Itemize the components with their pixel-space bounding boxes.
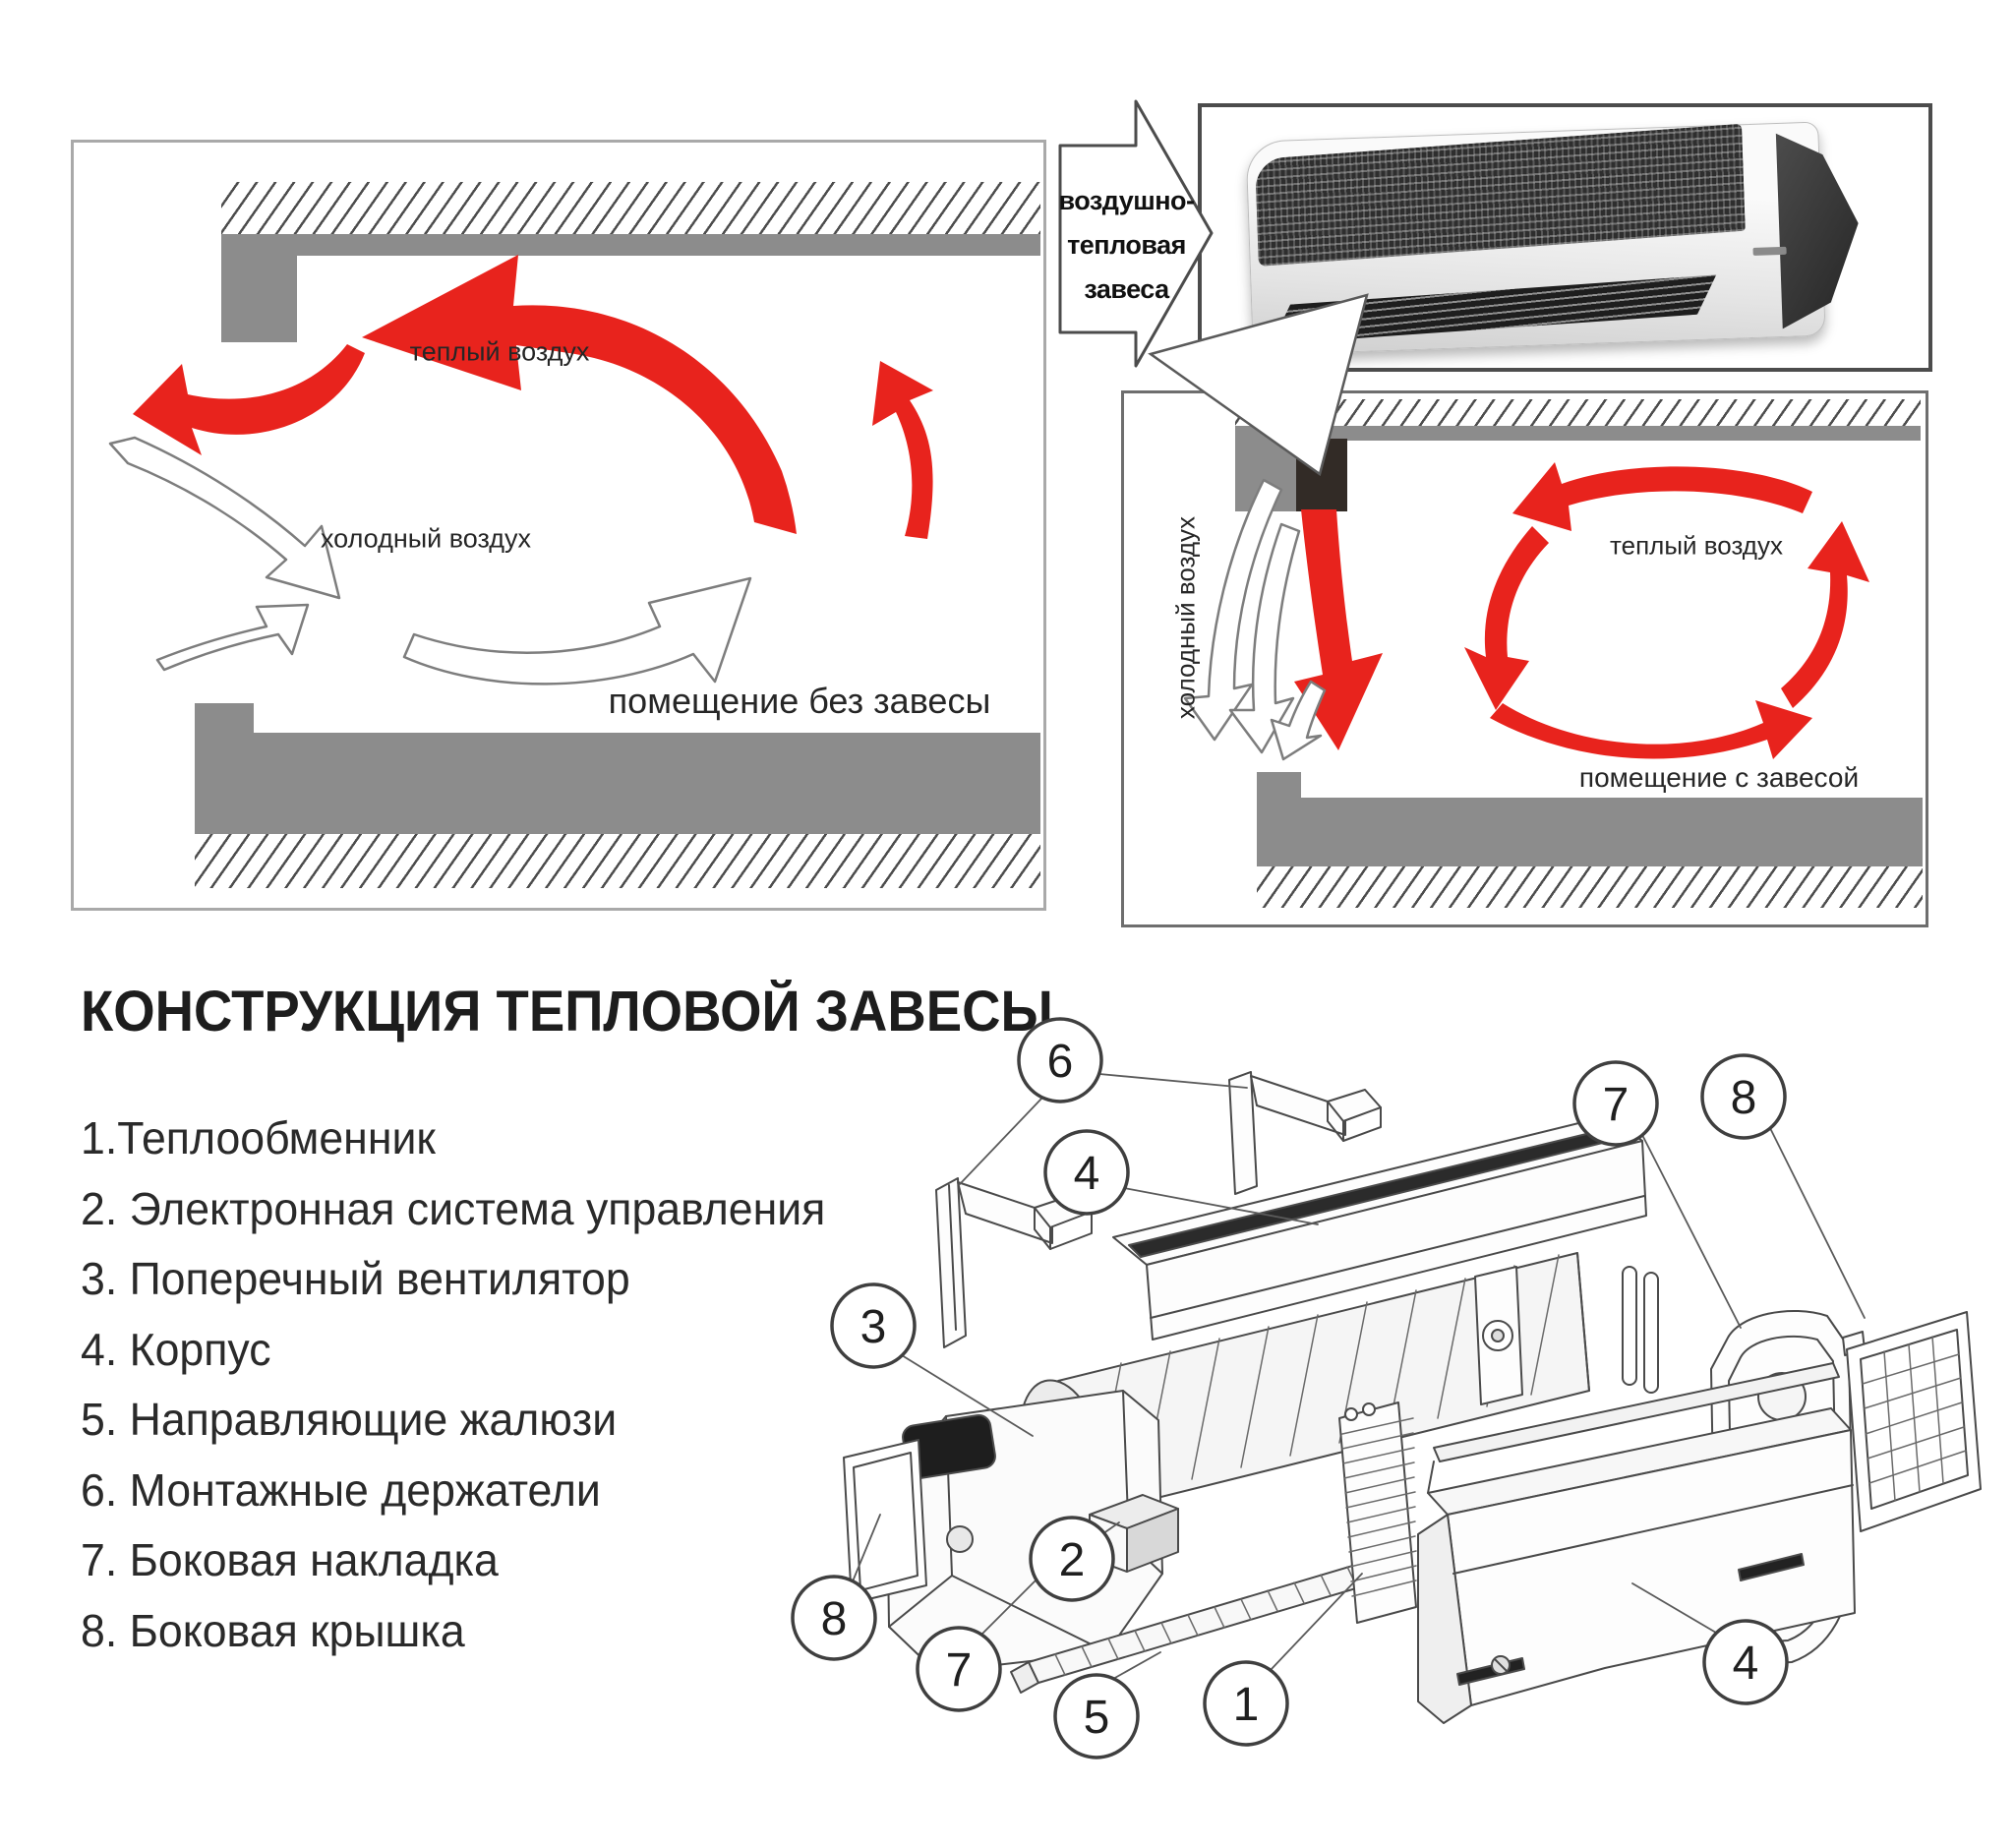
part-item-7: 7. Боковая накладка <box>81 1534 499 1585</box>
room-caption: помещение без завесы <box>608 681 991 721</box>
cold-air-arrows <box>1183 478 1327 761</box>
callout-number: 8 <box>821 1593 848 1645</box>
callout-number: 6 <box>1047 1036 1074 1088</box>
flow-arrow <box>1058 99 1214 368</box>
part-item-6: 6. Монтажные держатели <box>81 1463 601 1516</box>
cold-air-arrows <box>108 436 752 686</box>
callout-number: 4 <box>1733 1638 1759 1690</box>
callout-circle-1 <box>1203 1660 1289 1747</box>
callout-number: 3 <box>860 1301 887 1353</box>
product-pointer-wedge <box>1148 293 1369 477</box>
callout-number: 2 <box>1059 1534 1086 1586</box>
diagram-room-without-curtain: теплый воздух холодный воздух помещение … <box>71 140 1046 911</box>
floor-slab <box>195 733 1040 834</box>
exploded-view-drawing: 6 4 7 8 3 2 8 7 5 1 4 <box>791 1017 1982 1759</box>
callout-number: 1 <box>1233 1679 1260 1731</box>
airflow-arrows-right <box>1183 462 1869 761</box>
callout-number: 8 <box>1731 1072 1757 1124</box>
callout-leader-lines <box>852 1073 1866 1680</box>
floor-hatch <box>1257 866 1923 908</box>
part-item-3: 3. Поперечный вентилятор <box>81 1253 630 1304</box>
heat-exchanger <box>1338 1266 1659 1624</box>
side-grille-right <box>1842 1311 1982 1532</box>
callout-circle-4-top <box>1043 1129 1130 1216</box>
warm-air-loop <box>1464 462 1869 759</box>
callout-circle-5 <box>1053 1673 1140 1759</box>
part-item-8: 8. Боковая крышка <box>81 1604 465 1656</box>
bottom-casing <box>1417 1362 1856 1724</box>
ceiling-slab <box>221 234 1040 256</box>
part-item-1: 1.Теплообменник <box>81 1112 436 1163</box>
callout-circle-7-bottom <box>916 1626 1002 1712</box>
parts-list: 1.Теплообменник 2. Электронная система у… <box>81 1103 825 1666</box>
callout-number: 4 <box>1074 1148 1100 1200</box>
floor-hatch <box>195 834 1040 888</box>
floor-step <box>195 703 254 736</box>
diagram-room-with-curtain: холодный воздух теплый воздух помещение … <box>1121 390 1928 927</box>
callout-circle-3 <box>830 1282 917 1369</box>
louver-strip <box>1010 1550 1413 1694</box>
floor-step <box>1257 772 1301 802</box>
callout-circle-8-bottom <box>791 1575 877 1661</box>
callout-circle-2 <box>1029 1516 1115 1602</box>
side-cover-left <box>843 1439 927 1604</box>
mounting-bracket-right <box>1228 1071 1382 1195</box>
callout-circle-6 <box>1017 1017 1103 1103</box>
wall-block <box>221 256 297 342</box>
callout-circle-4-bottom <box>1702 1619 1789 1705</box>
ceiling-slab <box>1235 426 1921 441</box>
warm-air-label: теплый воздух <box>409 336 590 367</box>
callout-circle-7-top <box>1572 1060 1659 1147</box>
callout-number: 7 <box>946 1644 973 1697</box>
warm-air-arrows <box>133 255 933 539</box>
part-item-5: 5. Направляющие жалюзи <box>81 1394 618 1445</box>
callout-number: 5 <box>1084 1692 1110 1744</box>
warm-air-label: теплый воздух <box>1610 530 1783 561</box>
part-item-2: 2. Электронная система управления <box>81 1182 826 1234</box>
airflow-arrows-left <box>108 255 933 686</box>
cold-air-label: холодный воздух <box>320 523 532 554</box>
room-caption: помещение с завесой <box>1578 762 1860 793</box>
callout-circle-8-top <box>1700 1053 1787 1140</box>
section-title: КОНСТРУКЦИЯ ТЕПЛОВОЙ ЗАВЕСЫ <box>81 980 1053 1043</box>
part-item-4: 4. Корпус <box>81 1323 271 1375</box>
callout-number: 7 <box>1603 1079 1630 1131</box>
floor-slab <box>1257 798 1923 866</box>
top-casing <box>1112 1114 1647 1341</box>
flow-arrow-label: воздушно- тепловая завеса <box>1058 186 1195 304</box>
ceiling-hatch <box>221 182 1040 234</box>
ceiling-hatch <box>1235 399 1921 426</box>
